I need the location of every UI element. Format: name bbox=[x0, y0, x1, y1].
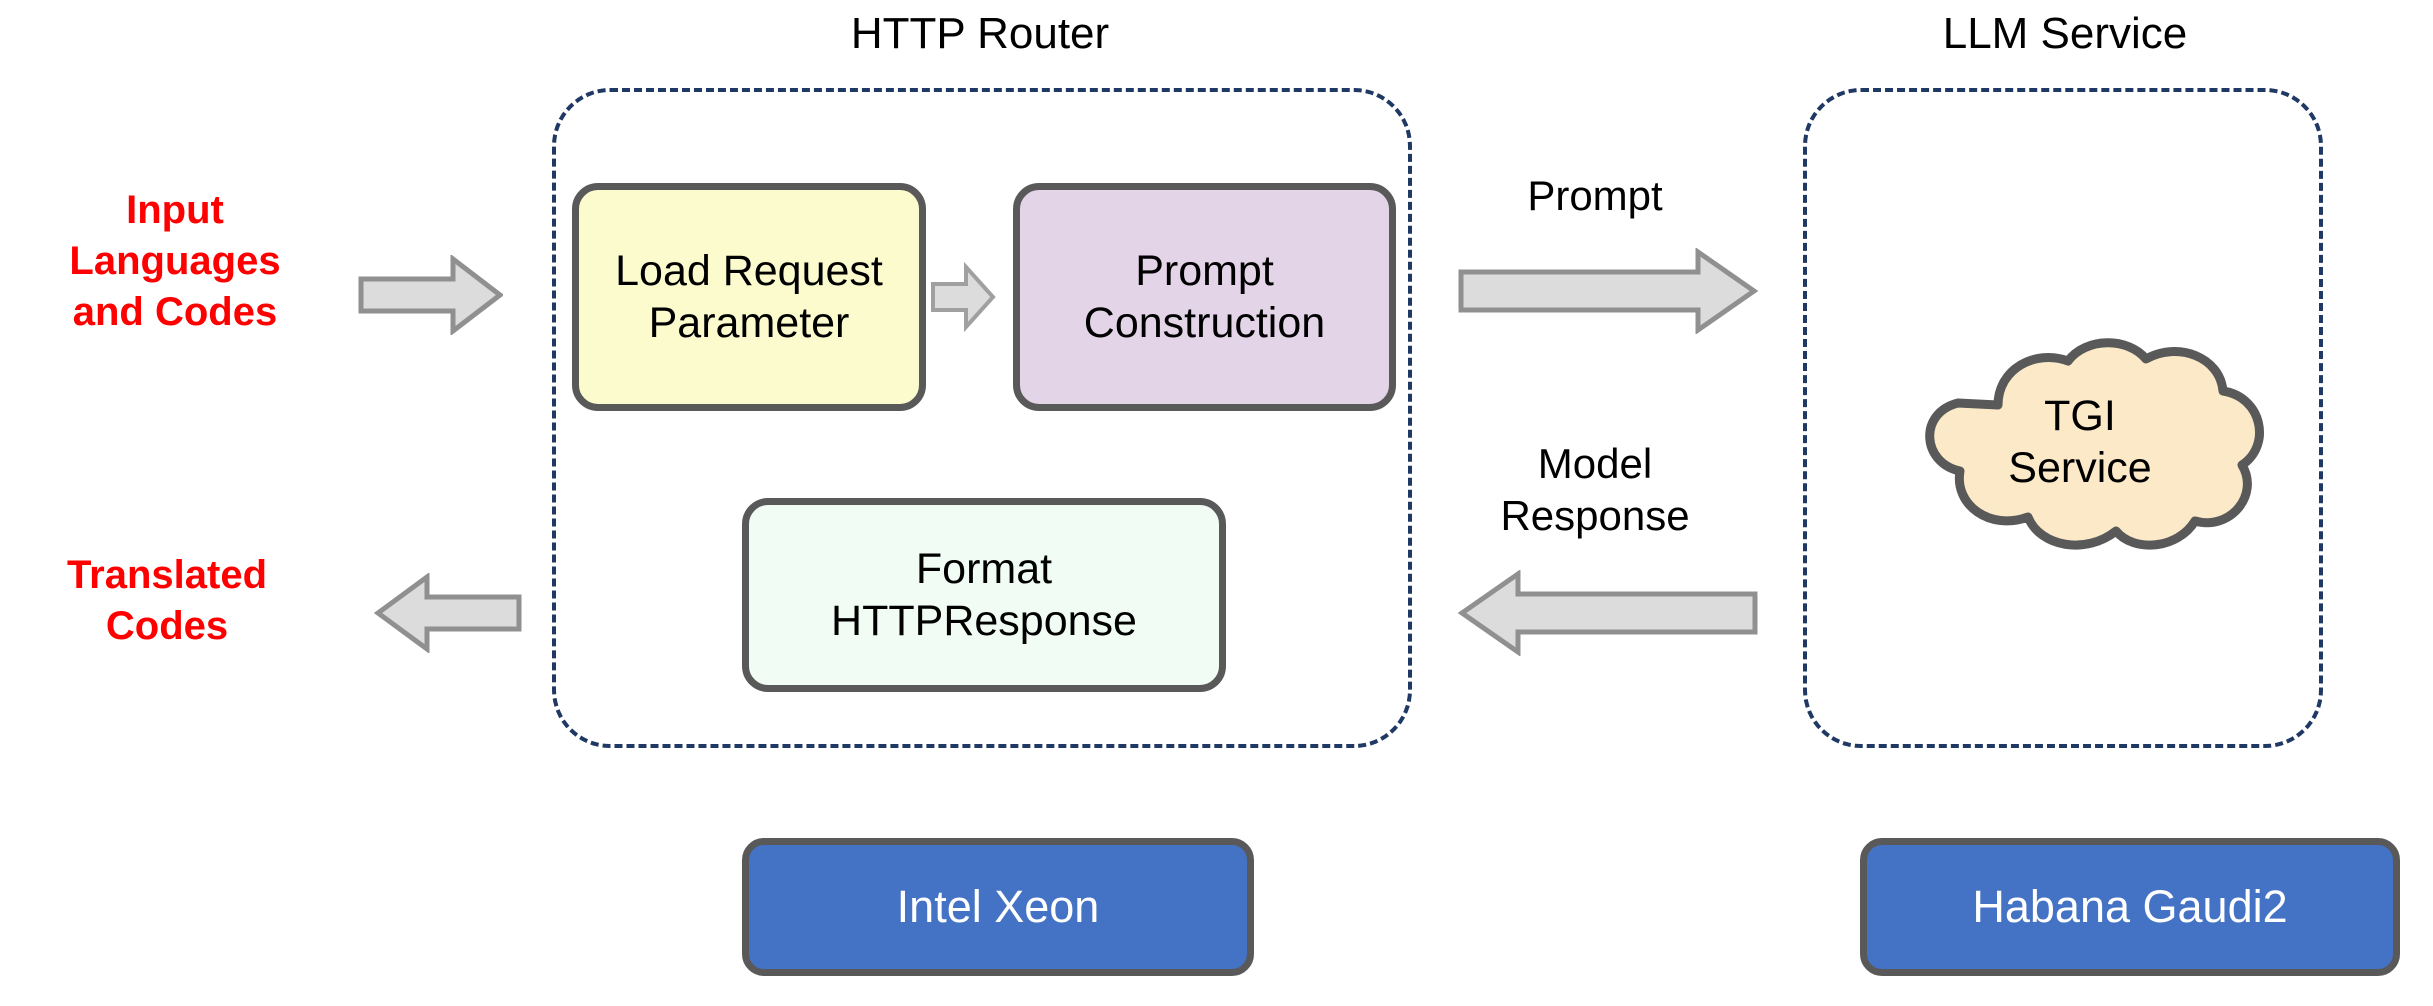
load-request-parameter-label: Load Request Parameter bbox=[615, 246, 883, 347]
translated-codes-label: Translated Codes bbox=[66, 553, 268, 649]
tgi-service-label: TGI Service bbox=[2008, 392, 2152, 493]
output-flow-arrow-left-icon bbox=[372, 573, 522, 653]
model-response-arrow-left-icon bbox=[1458, 570, 1758, 656]
input-languages-and-codes-label: Input Languages and Codes bbox=[69, 188, 281, 335]
model-response-link-caption: Model Response bbox=[1500, 440, 1690, 540]
habana-gaudi2-label: Habana Gaudi2 bbox=[1972, 881, 2288, 932]
intel-xeon-label: Intel Xeon bbox=[896, 881, 1100, 932]
llm-service-group bbox=[1803, 88, 2323, 748]
habana-gaudi2-button[interactable]: Habana Gaudi2 bbox=[1860, 838, 2400, 976]
format-httpresponse-box[interactable]: Format HTTPResponse bbox=[742, 498, 1226, 692]
load-request-parameter-box[interactable]: Load Request Parameter bbox=[572, 183, 926, 411]
input-flow-arrow-right-icon bbox=[358, 255, 503, 335]
llm-service-title: LLM Service bbox=[1942, 9, 2188, 58]
tgi-service-cloud-icon[interactable] bbox=[1890, 335, 2280, 570]
prompt-construction-label: Prompt Construction bbox=[1083, 246, 1326, 347]
http-router-title: HTTP Router bbox=[850, 9, 1110, 58]
prompt-link-caption: Prompt bbox=[1527, 172, 1663, 219]
intel-xeon-button[interactable]: Intel Xeon bbox=[742, 838, 1254, 976]
format-httpresponse-label: Format HTTPResponse bbox=[831, 544, 1137, 645]
prompt-arrow-right-icon bbox=[1458, 248, 1758, 334]
http-router-group bbox=[552, 88, 1412, 748]
prompt-construction-box[interactable]: Prompt Construction bbox=[1013, 183, 1396, 411]
router-internal-arrow-right-icon bbox=[930, 262, 996, 332]
